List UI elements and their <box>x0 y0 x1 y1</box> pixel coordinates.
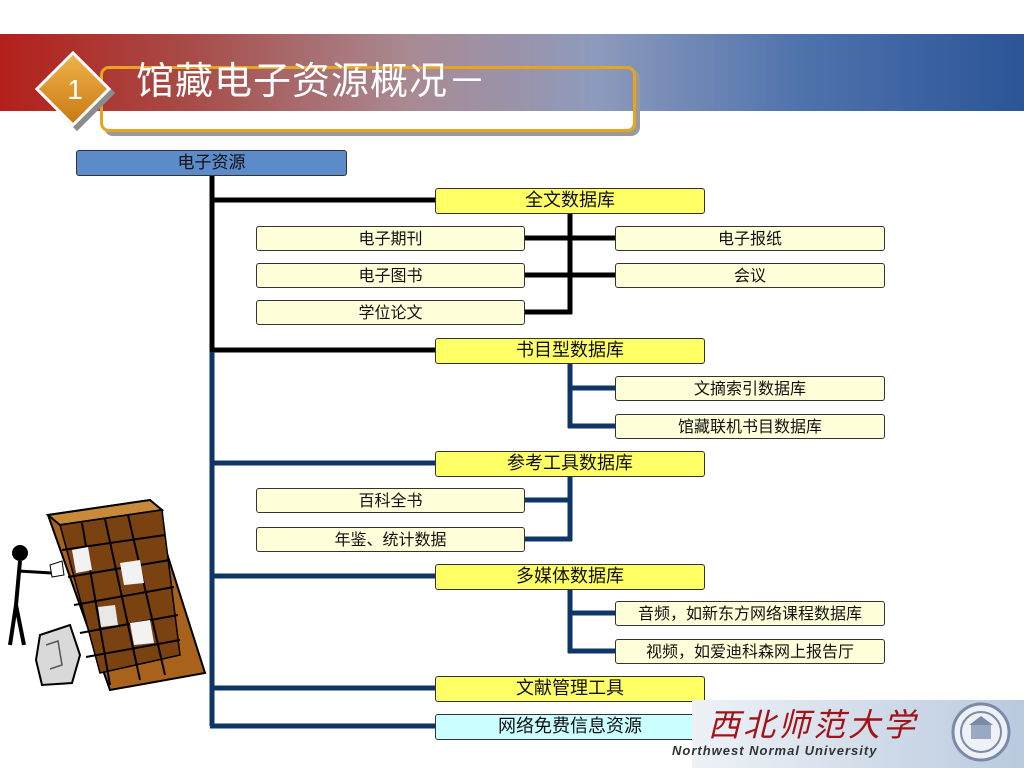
category-free-web-resources: 网络免费信息资源 <box>435 714 705 740</box>
badge-number: 1 <box>67 74 83 105</box>
leaf-e-newspapers: 电子报纸 <box>615 226 885 251</box>
leaf-opac-database: 馆藏联机书目数据库 <box>615 414 885 439</box>
category-multimedia-database: 多媒体数据库 <box>435 564 705 590</box>
category-literature-management-tools: 文献管理工具 <box>435 676 705 702</box>
slide-title-cut-text: 类型 <box>296 113 349 128</box>
connector-navy <box>209 352 615 729</box>
category-reference-database: 参考工具数据库 <box>435 451 705 477</box>
leaf-abstract-index-database: 文摘索引数据库 <box>615 376 885 401</box>
category-fulltext-database: 全文数据库 <box>435 188 705 214</box>
leaf-video: 视频，如爱迪科森网上报告厅 <box>615 639 885 664</box>
leaf-e-journals: 电子期刊 <box>256 226 525 251</box>
leaf-conferences: 会议 <box>615 263 885 288</box>
university-name-cn: 西北师范大学 <box>708 706 919 744</box>
category-bibliographic-database: 书目型数据库 <box>435 338 705 364</box>
root-node-electronic-resources: 电子资源 <box>76 150 347 176</box>
university-name-en: Northwest Normal University <box>672 743 878 758</box>
university-seal-icon <box>951 702 1011 762</box>
header-band <box>0 34 1024 111</box>
leaf-yearbooks-statistics: 年鉴、统计数据 <box>256 527 525 552</box>
library-shelf-clipart <box>8 498 207 692</box>
connector-black <box>209 176 615 353</box>
leaf-e-books: 电子图书 <box>256 263 525 288</box>
leaf-dissertations: 学位论文 <box>256 300 525 325</box>
leaf-audio: 音频，如新东方网络课程数据库 <box>615 601 885 626</box>
leaf-encyclopedias: 百科全书 <box>256 488 525 513</box>
slide-title: 馆藏电子资源概况－ <box>136 59 488 103</box>
